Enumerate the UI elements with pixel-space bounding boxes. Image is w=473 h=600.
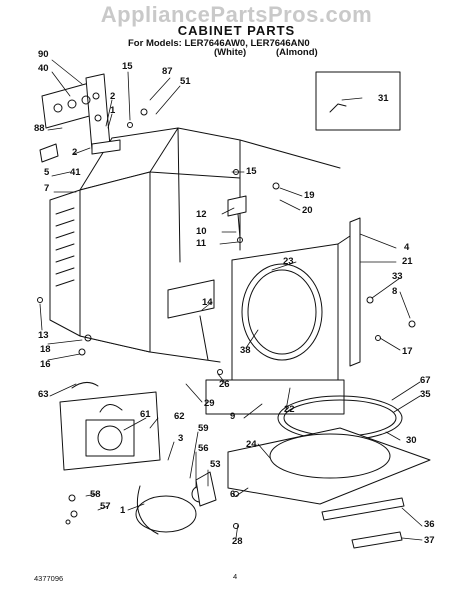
- callout-63: 63: [38, 389, 49, 400]
- callout-29: 29: [204, 398, 215, 409]
- callout-36: 36: [424, 519, 435, 530]
- callout-2b: 2: [72, 147, 78, 158]
- callout-17: 17: [402, 346, 413, 357]
- callout-24: 24: [246, 439, 257, 450]
- callout-13: 13: [38, 330, 49, 341]
- callout-1b: 1: [120, 505, 126, 516]
- callout-2: 2: [110, 91, 116, 102]
- callout-12: 12: [196, 209, 207, 220]
- callout-11: 11: [196, 238, 207, 249]
- variant-almond: (Almond): [276, 47, 318, 58]
- callout-61: 61: [140, 409, 151, 420]
- callout-7: 7: [44, 183, 50, 194]
- callout-20: 20: [302, 205, 313, 216]
- toe-panel: [205, 379, 345, 415]
- callout-53: 53: [210, 459, 221, 470]
- callout-33: 33: [392, 271, 403, 282]
- callout-21: 21: [402, 256, 413, 267]
- callout-41: 41: [70, 167, 81, 178]
- callout-31: 31: [378, 93, 389, 104]
- callout-6: 6: [230, 489, 236, 500]
- diagram-title: CABINET PARTS: [177, 23, 296, 38]
- base-bracket: [167, 279, 215, 319]
- callout-22: 22: [284, 404, 295, 415]
- leg-14: [199, 315, 209, 361]
- back-panel: [49, 189, 81, 337]
- callout-4: 4: [404, 242, 410, 253]
- callout-59: 59: [198, 423, 209, 434]
- callout-38: 38: [240, 345, 251, 356]
- callout-3: 3: [178, 433, 184, 444]
- callout-51: 51: [180, 76, 191, 87]
- callout-5: 5: [44, 167, 50, 178]
- variant-white: (White): [214, 47, 247, 58]
- cabinet-body: [79, 127, 341, 363]
- leader-lines: [39, 59, 423, 541]
- motor-assembly: [59, 382, 161, 471]
- models-line: For Models: LER7646AW0, LER7646AN0: [128, 38, 310, 49]
- base-plate: [227, 427, 431, 549]
- callout-90: 90: [38, 49, 49, 60]
- callout-30: 30: [406, 435, 417, 446]
- callout-8: 8: [392, 286, 398, 297]
- page-number: 4: [233, 572, 238, 581]
- callout-19: 19: [304, 190, 315, 201]
- callout-16: 16: [40, 359, 51, 370]
- callout-37: 37: [424, 535, 435, 546]
- callout-10: 10: [196, 226, 207, 237]
- callout-23: 23: [283, 256, 294, 267]
- callout-9: 9: [230, 411, 236, 422]
- callout-15b: 15: [246, 166, 257, 177]
- fasteners: [37, 108, 416, 529]
- callout-67: 67: [420, 375, 431, 386]
- callout-56: 56: [198, 443, 209, 454]
- watermark: AppliancePartsPros.com: [100, 2, 373, 27]
- callout-1: 1: [110, 105, 116, 116]
- callout-26: 26: [219, 379, 230, 390]
- callout-58: 58: [90, 489, 101, 500]
- callout-14: 14: [202, 297, 213, 308]
- callout-15: 15: [122, 61, 133, 72]
- control-bracket: [227, 195, 247, 243]
- callout-87: 87: [162, 66, 173, 77]
- inset-part-31: [329, 103, 347, 113]
- callout-35: 35: [420, 389, 431, 400]
- callout-40: 40: [38, 63, 49, 74]
- inset-box: [315, 71, 401, 131]
- callout-57: 57: [100, 501, 111, 512]
- document-number: 4377096: [34, 574, 64, 583]
- callout-88: 88: [34, 123, 45, 134]
- rear-bracket-assembly: [39, 73, 121, 163]
- side-trim: [349, 217, 361, 367]
- callout-62: 62: [174, 411, 185, 422]
- callout-28: 28: [232, 536, 243, 547]
- callout-18: 18: [40, 344, 51, 355]
- belt-pulley: [135, 471, 217, 535]
